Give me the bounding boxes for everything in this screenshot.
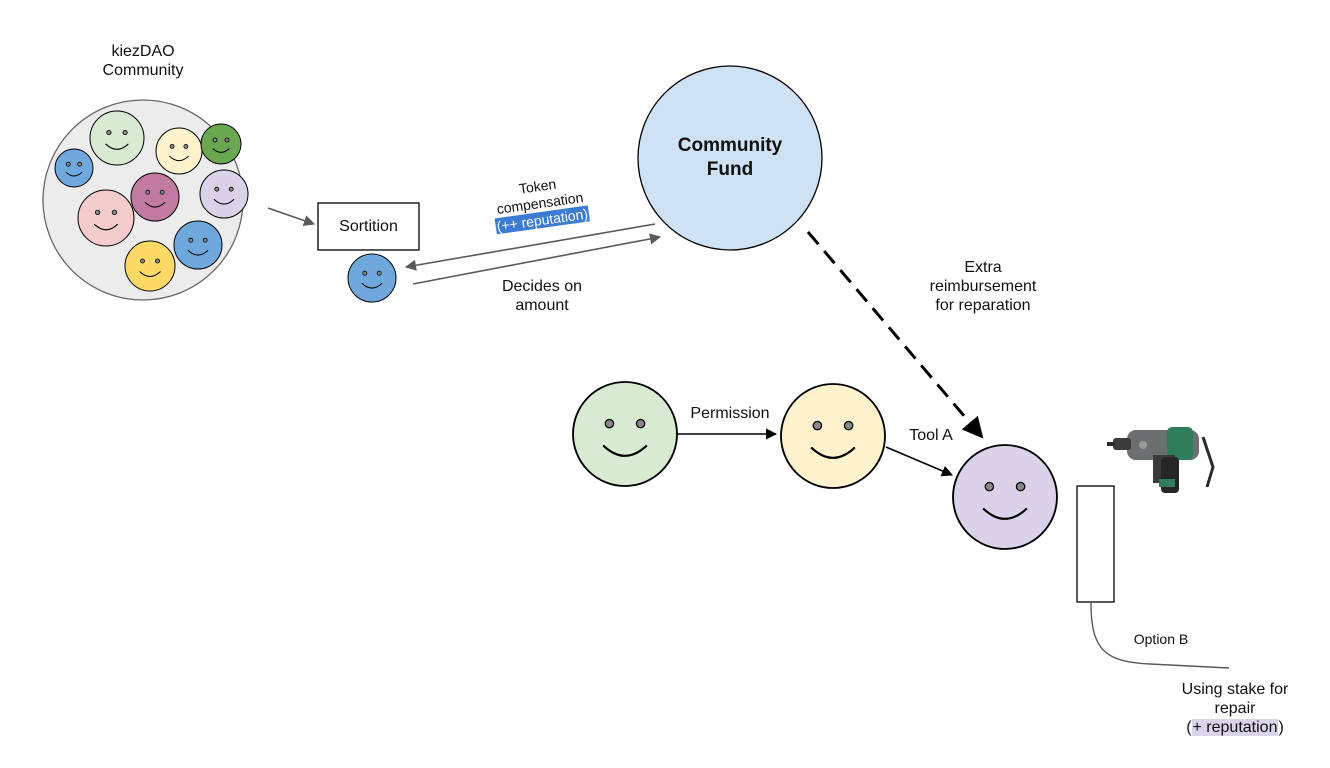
community-fund-label: Community Fund <box>660 134 800 182</box>
stake-line3: (+ reputation) <box>1160 718 1310 737</box>
permission-label: Permission <box>690 405 770 422</box>
community-member-face <box>173 220 223 270</box>
stake-label: Using stake for repair (+ reputation) <box>1160 680 1310 737</box>
stake-reputation: + reputation <box>1191 719 1279 736</box>
extra-reimbursement-line3: for reparation <box>935 297 1031 314</box>
community-member-face <box>200 123 242 165</box>
community-title-line1: kiezDAO <box>111 43 175 60</box>
decides-amount-label: Decides on amount <box>472 277 612 315</box>
stake-line2: repair <box>1214 700 1256 717</box>
sortition-delegate-face <box>347 253 397 303</box>
lending-chain-faces <box>572 381 1058 550</box>
community-member-face <box>124 240 176 292</box>
decides-amount-line2: amount <box>515 297 569 314</box>
tool-a-label: Tool A <box>909 427 953 444</box>
option-b-curve <box>1090 602 1230 669</box>
stake-box <box>1076 485 1115 603</box>
decides-amount-line1: Decides on <box>501 278 583 295</box>
community-title: kiezDAO Community <box>93 42 193 80</box>
extra-reimbursement-arrow <box>806 231 984 439</box>
stake-paren-close: ) <box>1278 719 1284 736</box>
community-member-face <box>155 127 203 175</box>
option-b-label: Option B <box>1133 631 1189 647</box>
extra-reimbursement-line1: Extra <box>964 259 1002 276</box>
community-fund-line2: Fund <box>706 159 754 180</box>
community-member-face <box>130 172 180 222</box>
borrower-face <box>952 444 1058 550</box>
delegate-face <box>347 253 397 303</box>
extra-reimbursement-line2: reimbursement <box>929 278 1037 295</box>
community-member-face <box>54 148 94 188</box>
community-fund-circle <box>637 65 823 251</box>
community-fund-line1: Community <box>677 135 783 156</box>
sortition-label: Sortition <box>339 218 398 235</box>
community-members <box>54 110 249 292</box>
token-compensation-arrow <box>404 223 656 271</box>
community-member-face <box>89 110 145 166</box>
stake-paren-open: ( <box>1186 719 1192 736</box>
sortition-box <box>317 202 420 251</box>
decides-amount-arrow <box>412 233 662 285</box>
extra-reimbursement-label: Extra reimbursement for reparation <box>913 258 1053 315</box>
intermediary-face <box>780 383 886 489</box>
community-to-sortition-arrow <box>267 207 316 226</box>
stake-line1: Using stake for <box>1181 681 1289 698</box>
power-drill-icon <box>1107 427 1215 493</box>
lender-face <box>572 381 678 487</box>
community-member-face <box>77 189 135 247</box>
community-member-face <box>199 169 249 219</box>
community-title-line2: Community <box>102 62 184 79</box>
tool-a-arrow <box>885 446 954 477</box>
